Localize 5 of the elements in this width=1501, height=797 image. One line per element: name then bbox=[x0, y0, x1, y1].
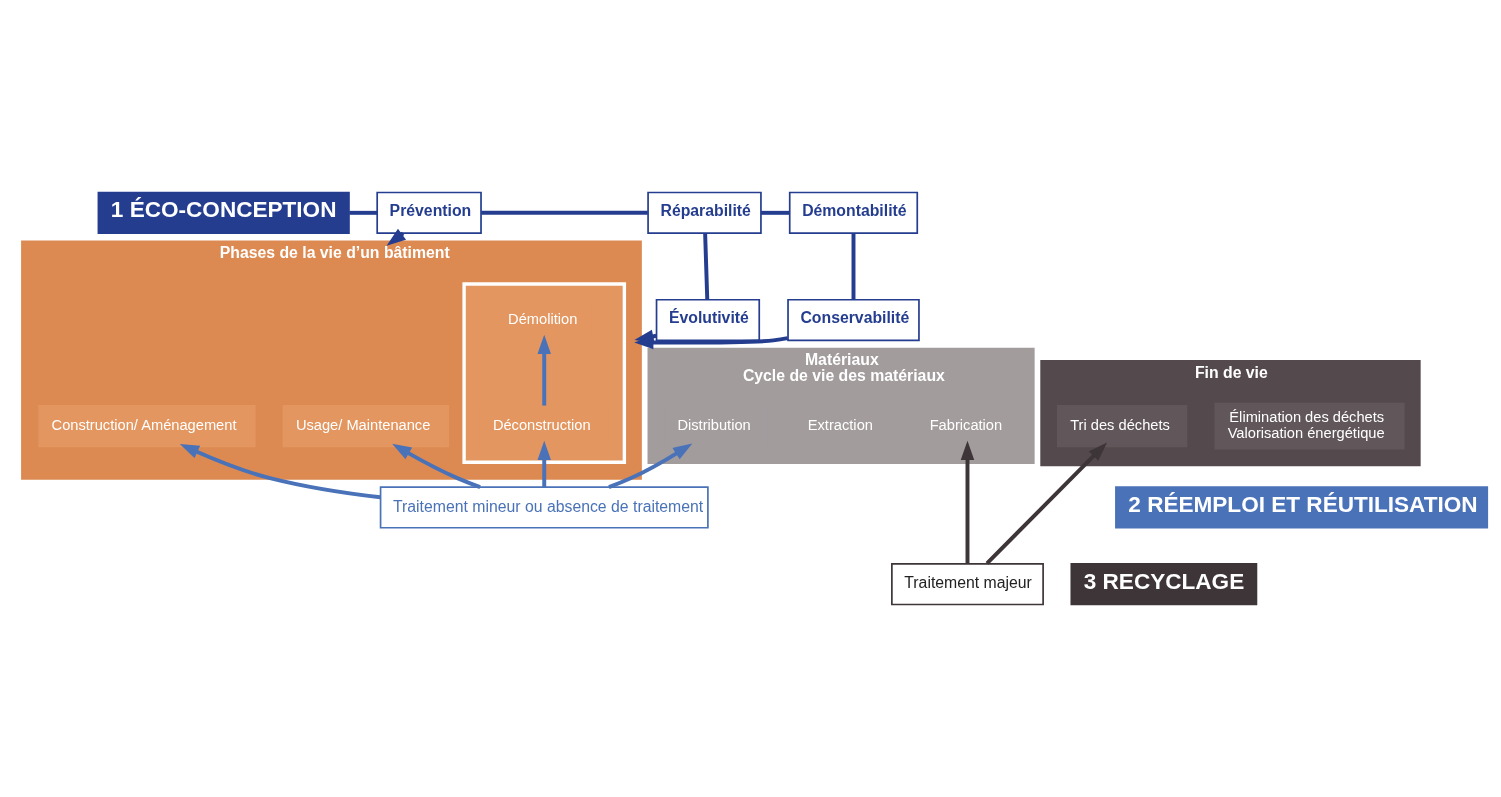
node-text: Démolition bbox=[508, 310, 578, 327]
node-text: Extraction bbox=[807, 416, 873, 433]
node-text: Fabrication bbox=[929, 416, 1003, 433]
node-text: Déconstruction bbox=[492, 416, 591, 433]
node-text: Distribution bbox=[677, 416, 751, 433]
